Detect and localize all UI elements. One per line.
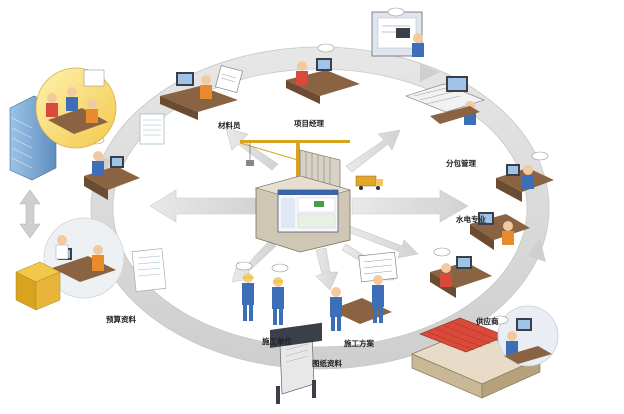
station-top-right	[371, 7, 424, 57]
supplier-warehouse	[411, 305, 559, 399]
station-blueprints	[405, 76, 485, 125]
station-drawings-printer	[270, 322, 322, 404]
station-project-manager	[286, 43, 360, 104]
label-drawings: 图纸资料	[312, 358, 342, 368]
arrow-down-left	[231, 239, 277, 283]
station-construction-plan	[330, 251, 398, 331]
arrow-up-right	[345, 129, 401, 173]
document-stack-left	[139, 113, 165, 145]
truck	[355, 175, 383, 190]
station-construction-unit	[235, 261, 289, 325]
ring-arrow-bottom	[212, 338, 232, 356]
station-materials-clerk	[160, 65, 243, 120]
label-project-manager: 项目经理	[294, 118, 324, 128]
arrow-down	[315, 247, 339, 291]
central-building	[239, 140, 383, 253]
ring-arrow-top	[420, 64, 440, 82]
office-headquarters	[9, 67, 117, 181]
vertical-double-arrow	[19, 189, 41, 239]
software-screen	[277, 189, 339, 233]
station-budget-materials	[15, 217, 167, 311]
station-subcontract	[496, 151, 554, 202]
station-water-elec	[470, 212, 530, 250]
label-subcontract-mgmt: 分包管理	[446, 158, 476, 168]
label-materials-clerk: 材料员	[218, 120, 241, 130]
label-water-elec-dept: 水电专业	[456, 214, 486, 224]
label-budget-materials: 预算资料	[106, 314, 136, 324]
label-construction-unit: 施工单位	[262, 336, 292, 346]
ring-arrow-right	[528, 238, 546, 262]
label-construction-plan: 施工方案	[344, 338, 374, 348]
arrow-lower-right	[347, 225, 419, 259]
arrow-left	[149, 189, 259, 223]
label-supplier: 供应商	[475, 316, 499, 326]
arrow-up-left	[225, 127, 279, 171]
arrow-right	[351, 189, 469, 223]
station-right-lower	[430, 247, 492, 298]
